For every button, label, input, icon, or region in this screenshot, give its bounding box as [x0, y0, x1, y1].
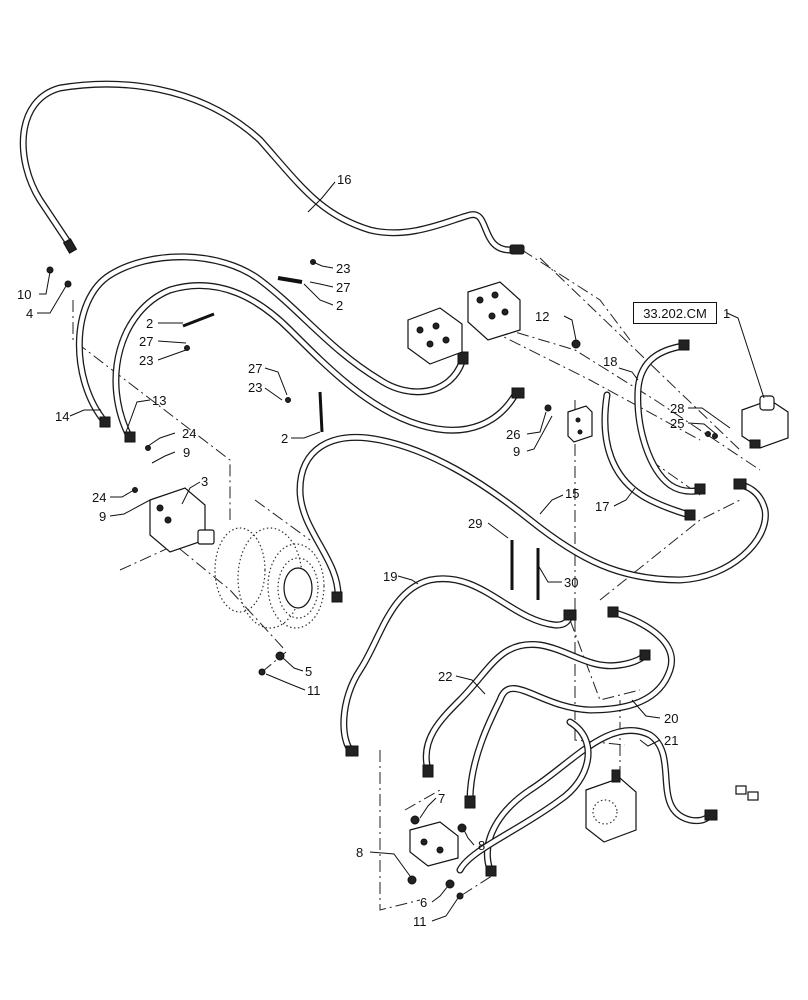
callout-24: 24	[182, 426, 196, 441]
reference-code-label: 33.202.CM	[643, 305, 707, 321]
reference-code-box: 33.202.CM	[633, 302, 717, 324]
assembly-lines	[72, 249, 761, 911]
valve-block-assembly	[407, 281, 521, 365]
callout-3: 3	[201, 474, 208, 489]
callout-23: 23	[336, 261, 350, 276]
small-manifold-block	[567, 405, 593, 443]
callout-25: 25	[670, 416, 684, 431]
hose-15	[296, 433, 769, 602]
callout-8: 8	[356, 845, 363, 860]
callout-6: 6	[420, 895, 427, 910]
callout-19: 19	[383, 569, 397, 584]
callout-23: 23	[248, 380, 262, 395]
callout-2: 2	[336, 298, 343, 313]
callout-7: 7	[438, 791, 445, 806]
fitting-pair-right	[735, 785, 759, 801]
callout-2: 2	[146, 316, 153, 331]
hose-14	[75, 253, 466, 426]
callout-23: 23	[139, 353, 153, 368]
callout-15: 15	[565, 486, 579, 501]
hose-18	[634, 342, 704, 495]
hose-19	[340, 575, 574, 756]
hose-21-lower	[456, 718, 592, 874]
hose-21	[483, 726, 714, 874]
callout-18: 18	[603, 354, 617, 369]
callout-1: 1	[723, 306, 730, 321]
callout-26: 26	[506, 427, 520, 442]
callout-8: 8	[478, 838, 485, 853]
callout-11: 11	[307, 683, 321, 698]
leader-lines	[37, 181, 765, 922]
hose-22	[422, 640, 649, 774]
hose-13	[112, 282, 519, 442]
callout-22: 22	[438, 669, 452, 684]
hose-17	[601, 391, 694, 519]
callout-10: 10	[17, 287, 31, 302]
callout-27: 27	[248, 361, 262, 376]
callout-29: 29	[468, 516, 482, 531]
callout-9: 9	[513, 444, 520, 459]
callout-16: 16	[337, 172, 351, 187]
callout-17: 17	[595, 499, 609, 514]
callout-4: 4	[26, 306, 33, 321]
straps-and-brackets	[182, 276, 540, 600]
pump-assembly	[409, 821, 459, 867]
hose-20	[466, 608, 676, 804]
callout-14: 14	[55, 409, 69, 424]
callout-13: 13	[152, 393, 166, 408]
drive-motor	[149, 487, 215, 553]
callout-11: 11	[413, 914, 427, 929]
callout-27: 27	[336, 280, 350, 295]
callout-labels: 16 23 27 2 10 4 2 27 23 27 23 2 12 1 18 …	[17, 172, 730, 929]
callout-9: 9	[99, 509, 106, 524]
callout-9: 9	[183, 445, 190, 460]
callout-27: 27	[139, 334, 153, 349]
callout-2: 2	[281, 431, 288, 446]
callout-24: 24	[92, 490, 106, 505]
hose-fittings	[62, 238, 747, 877]
hose-16	[19, 80, 514, 254]
callout-28: 28	[670, 401, 684, 416]
callout-12: 12	[535, 309, 549, 324]
pump-body-right	[585, 769, 637, 843]
callout-21: 21	[664, 733, 678, 748]
callout-30: 30	[564, 575, 578, 590]
callout-20: 20	[664, 711, 678, 726]
callout-5: 5	[305, 664, 312, 679]
gearbox-hub	[214, 527, 325, 629]
solenoid-valve	[741, 395, 789, 449]
